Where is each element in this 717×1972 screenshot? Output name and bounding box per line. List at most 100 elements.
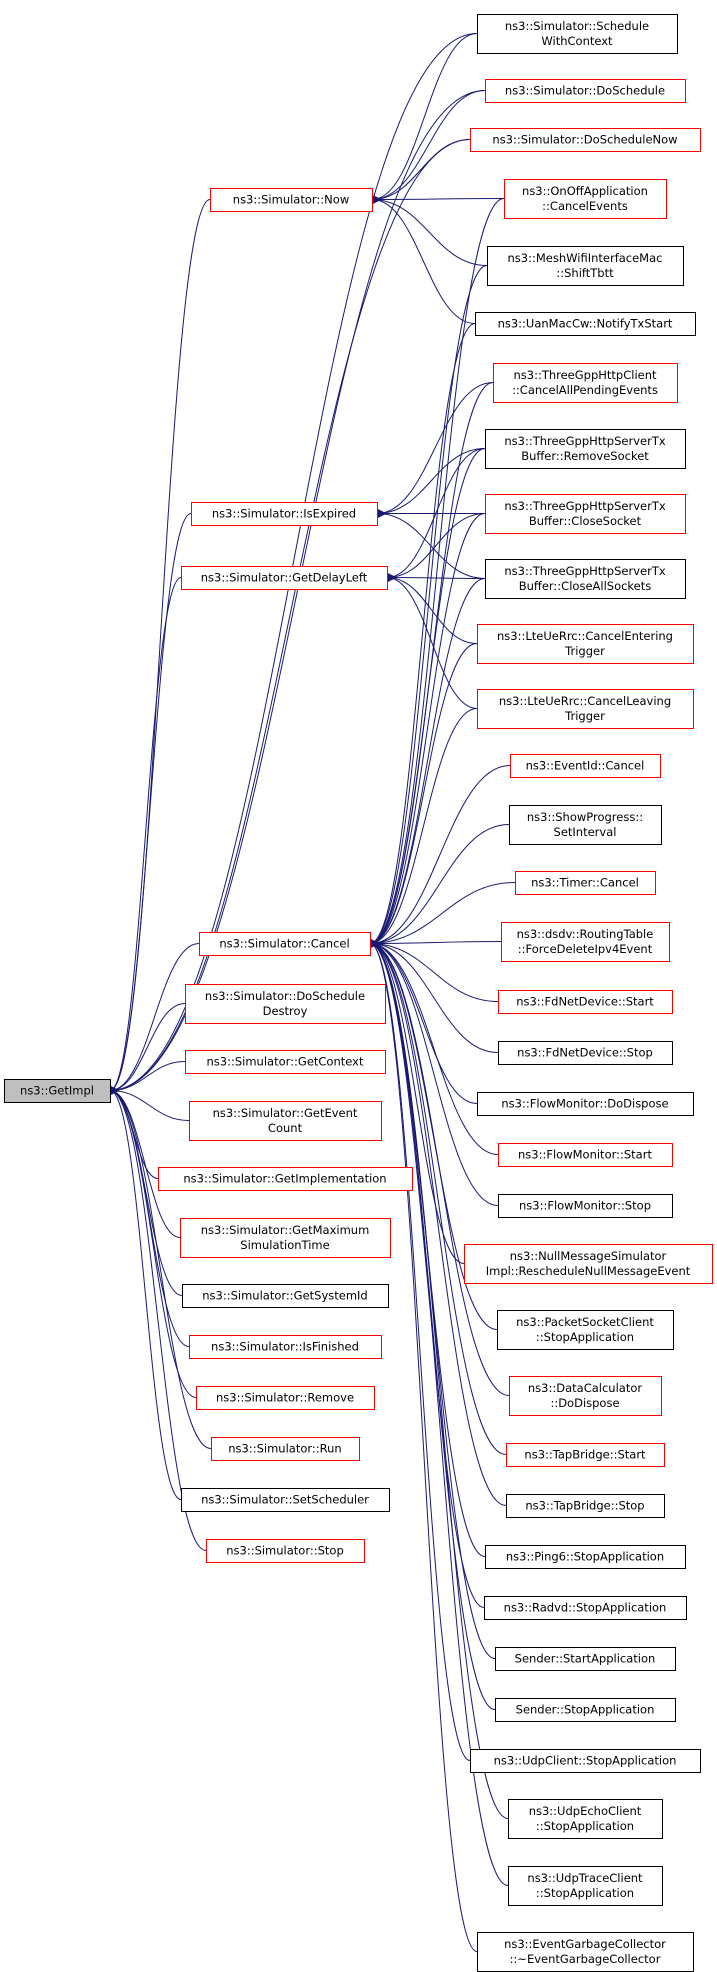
node-label: Buffer::RemoveSocket [521, 449, 649, 463]
node-label: Buffer::CloseSocket [529, 514, 642, 528]
node-box [189, 1335, 382, 1359]
node-fdnet-start[interactable]: ns3::FdNetDevice::Start [498, 990, 673, 1014]
edge-showprogress-to-cancel [370, 824, 510, 944]
edge-fdnet-start-to-cancel [370, 944, 499, 1002]
edge-flowmon-start-to-cancel [370, 944, 499, 1155]
node-datacalc-dispose[interactable]: ns3::DataCalculator::DoDispose [509, 1376, 662, 1416]
node-box [506, 1443, 665, 1467]
node-tgpp-server-remove[interactable]: ns3::ThreeGppHttpServerTxBuffer::RemoveS… [485, 429, 686, 469]
node-tgpp-server-close[interactable]: ns3::ThreeGppHttpServerTxBuffer::CloseSo… [485, 494, 686, 534]
node-setscheduler[interactable]: ns3::Simulator::SetScheduler [181, 1488, 390, 1512]
edge-doschedule-to-getimpl [110, 90, 486, 1091]
node-flowmon-stop[interactable]: ns3::FlowMonitor::Stop [498, 1194, 673, 1218]
node-label: ns3::UdpTraceClient [527, 1871, 643, 1885]
node-box [477, 689, 694, 729]
edge-meshwifi-shift-to-now [372, 200, 488, 266]
edge-flowmon-dispose-to-cancel [370, 944, 478, 1104]
node-label: ns3::UdpEchoClient [529, 1804, 642, 1818]
node-run[interactable]: ns3::Simulator::Run [211, 1437, 360, 1461]
node-label: ::~EventGarbageCollector [510, 1952, 661, 1966]
node-timer-cancel[interactable]: ns3::Timer::Cancel [515, 871, 656, 895]
node-box [470, 1749, 701, 1773]
node-showprogress[interactable]: ns3::ShowProgress::SetInterval [509, 805, 662, 845]
node-label: ::StopApplication [536, 1819, 634, 1833]
node-box [485, 79, 686, 103]
node-sender-start[interactable]: Sender::StartApplication [495, 1647, 676, 1671]
edge-datacalc-dispose-to-cancel [370, 944, 510, 1396]
edge-meshwifi-shift-to-cancel [370, 265, 488, 944]
node-label: ns3::MeshWifiInterfaceMac [508, 251, 663, 265]
node-now[interactable]: ns3::Simulator::Now [210, 188, 373, 212]
node-tgpp-server-closeall[interactable]: ns3::ThreeGppHttpServerTxBuffer::CloseAl… [485, 559, 686, 599]
node-box [4, 1079, 111, 1103]
edge-tgpp-server-close-to-getdelayleft [387, 513, 486, 578]
node-tgpp-client-cancel[interactable]: ns3::ThreeGppHttpClient::CancelAllPendin… [493, 363, 678, 403]
node-cancel[interactable]: ns3::Simulator::Cancel [199, 932, 371, 956]
node-label: ns3::Simulator::GetDelayLeft [201, 571, 368, 585]
node-dsdv-force[interactable]: ns3::dsdv::RoutingTable::ForceDeleteIpv4… [501, 922, 670, 962]
node-label: SetInterval [554, 825, 617, 839]
node-label: ::DoDispose [550, 1396, 619, 1410]
node-box [189, 1101, 382, 1141]
node-uanmaccw-notify[interactable]: ns3::UanMacCw::NotifyTxStart [475, 312, 696, 336]
node-eventid-cancel[interactable]: ns3::EventId::Cancel [510, 754, 661, 778]
node-box [501, 922, 670, 962]
node-udpclient-stop[interactable]: ns3::UdpClient::StopApplication [470, 1749, 701, 1773]
edge-lte-cancel-entering-to-getdelayleft [387, 578, 478, 644]
edge-onoff-cancel-to-now [372, 199, 505, 200]
node-box [485, 1545, 686, 1569]
node-getsystemid[interactable]: ns3::Simulator::GetSystemId [182, 1284, 389, 1308]
node-label: ns3::Simulator::GetContext [207, 1055, 364, 1069]
edge-tgpp-server-close-to-cancel [370, 513, 486, 944]
node-flowmon-dispose[interactable]: ns3::FlowMonitor::DoDispose [477, 1092, 694, 1116]
node-packetsocket-stop[interactable]: ns3::PacketSocketClient::StopApplication [497, 1310, 674, 1350]
node-tapbridge-start[interactable]: ns3::TapBridge::Start [506, 1443, 665, 1467]
node-box [181, 566, 388, 590]
edge-onoff-cancel-to-cancel [370, 198, 505, 944]
node-udptrace-stop[interactable]: ns3::UdpTraceClient::StopApplication [508, 1866, 663, 1906]
edge-dsdv-force-to-cancel [370, 942, 502, 944]
node-doschedulenow[interactable]: ns3::Simulator::DoScheduleNow [470, 128, 701, 152]
node-label: ns3::dsdv::RoutingTable [517, 927, 654, 941]
node-doschedule[interactable]: ns3::Simulator::DoSchedule [485, 79, 686, 103]
node-label: ns3::Simulator::IsExpired [212, 507, 356, 521]
node-label: WithContext [541, 34, 613, 48]
node-getcontext[interactable]: ns3::Simulator::GetContext [185, 1050, 386, 1074]
edge-setscheduler-to-getimpl [109, 1091, 182, 1500]
node-flowmon-start[interactable]: ns3::FlowMonitor::Start [498, 1143, 673, 1167]
node-udpecho-stop[interactable]: ns3::UdpEchoClient::StopApplication [508, 1799, 663, 1839]
node-label: ns3::ThreeGppHttpServerTx [504, 434, 665, 448]
node-label: ns3::PacketSocketClient [516, 1315, 654, 1329]
node-box [495, 1698, 676, 1722]
edge-doschedule-destroy-to-getimpl [110, 1003, 186, 1091]
node-radvd-stop[interactable]: ns3::Radvd::StopApplication [484, 1596, 687, 1620]
node-ping6-stop[interactable]: ns3::Ping6::StopApplication [485, 1545, 686, 1569]
node-tapbridge-stop[interactable]: ns3::TapBridge::Stop [506, 1494, 665, 1518]
node-fdnet-stop[interactable]: ns3::FdNetDevice::Stop [498, 1041, 673, 1065]
node-eventgc-dtor[interactable]: ns3::EventGarbageCollector::~EventGarbag… [477, 1932, 694, 1972]
node-nullmsg[interactable]: ns3::NullMessageSimulatorImpl::Reschedul… [464, 1244, 713, 1284]
node-sender-stop[interactable]: Sender::StopApplication [495, 1698, 676, 1722]
node-label: ns3::GetImpl [20, 1084, 94, 1098]
node-isexpired[interactable]: ns3::Simulator::IsExpired [191, 502, 378, 526]
node-label: ns3::FlowMonitor::Start [518, 1148, 652, 1162]
node-getdelayleft[interactable]: ns3::Simulator::GetDelayLeft [181, 566, 388, 590]
edge-tgpp-server-closeall-to-cancel [370, 578, 486, 944]
node-label: ns3::LteUeRrc::CancelEntering [497, 629, 673, 643]
node-stop[interactable]: ns3::Simulator::Stop [206, 1539, 365, 1563]
node-getimplementation[interactable]: ns3::Simulator::GetImplementation [158, 1167, 413, 1191]
node-meshwifi-shift[interactable]: ns3::MeshWifiInterfaceMac::ShiftTbtt [487, 246, 684, 286]
node-box [477, 624, 694, 664]
node-label: ns3::Simulator::SetScheduler [201, 1493, 369, 1507]
edge-flowmon-stop-to-cancel [370, 944, 499, 1206]
node-onoff-cancel[interactable]: ns3::OnOffApplication::CancelEvents [504, 179, 667, 219]
node-label: ns3::Radvd::StopApplication [504, 1601, 667, 1615]
node-remove[interactable]: ns3::Simulator::Remove [196, 1386, 375, 1410]
node-isfinished[interactable]: ns3::Simulator::IsFinished [189, 1335, 382, 1359]
